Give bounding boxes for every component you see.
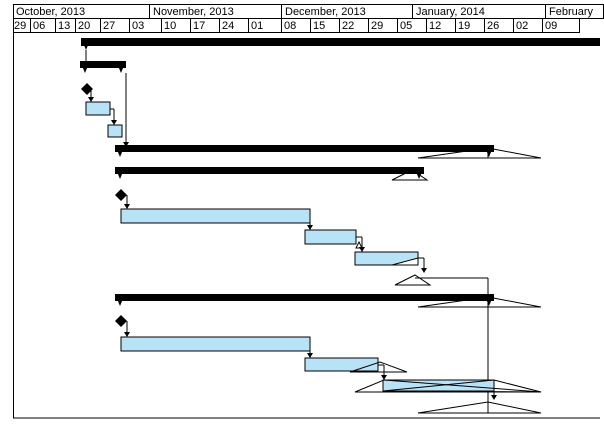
deadline-triangle-icon xyxy=(349,361,408,373)
week-header: 09 xyxy=(543,19,580,33)
phase3-task-a[interactable] xyxy=(120,336,311,352)
arrowhead-icon xyxy=(124,204,130,209)
summary-start-cap-icon xyxy=(80,61,90,73)
week-header: 19 xyxy=(456,19,485,33)
summary-end-cap-icon xyxy=(414,167,424,179)
month-header: January, 2014 xyxy=(413,4,546,19)
week-header: 17 xyxy=(191,19,220,33)
phase2a-task-b[interactable] xyxy=(304,229,357,245)
week-header: 01 xyxy=(249,19,282,33)
phase2a-summary-bar[interactable] xyxy=(115,167,424,174)
deadline-triangle-icon xyxy=(417,296,542,308)
deadline-triangle-icon xyxy=(354,379,542,393)
deadline-triangle-icon xyxy=(355,240,363,249)
arrowhead-icon xyxy=(124,332,130,337)
week-header: 10 xyxy=(162,19,191,33)
arrowhead-icon xyxy=(359,247,365,252)
week-header: 13 xyxy=(56,19,76,33)
phase1-task-b[interactable] xyxy=(107,124,123,138)
week-header: 06 xyxy=(31,19,56,33)
phase3-summary-bar[interactable] xyxy=(115,294,494,301)
arrowhead-icon xyxy=(307,353,313,358)
deadline-triangle-icon xyxy=(417,401,542,414)
month-header: October, 2013 xyxy=(13,4,150,19)
week-header: 20 xyxy=(76,19,101,33)
week-header: 05 xyxy=(398,19,427,33)
phase2-summary-bar[interactable] xyxy=(115,145,494,152)
phase3-task-b[interactable] xyxy=(304,357,379,372)
week-header: 29 xyxy=(13,19,31,33)
summary-end-cap-icon xyxy=(116,61,126,73)
month-header: November, 2013 xyxy=(150,4,282,19)
week-header: 26 xyxy=(485,19,514,33)
arrowhead-icon xyxy=(421,268,427,273)
month-header: December, 2013 xyxy=(282,4,413,19)
frame-left-border xyxy=(13,4,14,418)
week-header: 29 xyxy=(369,19,398,33)
week-header: 12 xyxy=(427,19,456,33)
phase1-summary-bar[interactable] xyxy=(80,61,126,68)
deadline-triangle-icon xyxy=(391,169,429,181)
arrowhead-icon xyxy=(123,142,129,147)
arrowhead-icon xyxy=(307,225,313,230)
summary-start-cap-icon xyxy=(115,145,125,157)
week-header: 15 xyxy=(311,19,340,33)
phase2a-task-a[interactable] xyxy=(120,208,311,224)
week-header: 08 xyxy=(282,19,311,33)
arrowhead-icon xyxy=(88,97,94,102)
week-header: 22 xyxy=(340,19,369,33)
deadline-triangle-icon xyxy=(382,379,542,393)
deadline-triangle-icon xyxy=(417,147,542,159)
milestone-diamond-icon[interactable] xyxy=(115,315,127,327)
arrowhead-icon xyxy=(491,395,497,400)
deadline-triangle-icon xyxy=(391,257,419,266)
deadline-triangle-icon xyxy=(394,274,432,286)
project-summary-bar[interactable] xyxy=(81,38,600,46)
milestone-diamond-icon[interactable] xyxy=(115,189,127,201)
week-header: 03 xyxy=(130,19,162,33)
summary-start-cap-icon xyxy=(81,38,91,50)
milestone-diamond-icon[interactable] xyxy=(81,83,93,95)
arrowhead-icon xyxy=(381,375,387,380)
phase1-task-a[interactable] xyxy=(85,101,111,116)
summary-start-cap-icon xyxy=(115,167,125,179)
summary-start-cap-icon xyxy=(115,294,125,306)
arrowhead-icon xyxy=(111,120,117,125)
week-header: 02 xyxy=(514,19,543,33)
week-header: 24 xyxy=(220,19,249,33)
week-header: 27 xyxy=(101,19,130,33)
